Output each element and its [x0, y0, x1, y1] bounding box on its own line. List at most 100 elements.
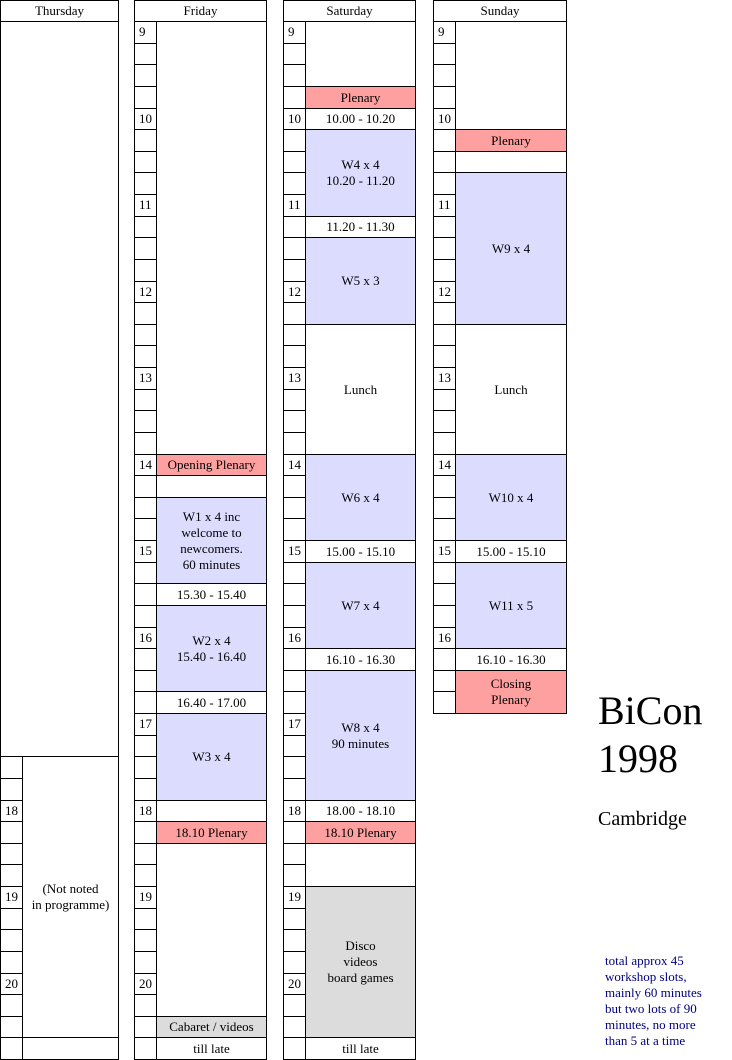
schedule-block: 18.10 Plenary — [305, 821, 416, 844]
block-text: 18.10 Plenary — [175, 824, 248, 840]
time-slot: 20 — [283, 973, 306, 995]
hour-label: 13 — [438, 370, 451, 385]
time-slot: 15 — [134, 540, 157, 563]
time-slot: 16 — [433, 627, 456, 649]
hour-label: 9 — [438, 24, 445, 39]
time-slot — [433, 389, 456, 411]
time-slot: 12 — [433, 281, 456, 303]
schedule-block: Lunch — [305, 324, 416, 455]
schedule-block: 11.20 - 11.30 — [305, 216, 416, 238]
time-slot — [433, 216, 456, 238]
time-slot: 9 — [283, 21, 306, 44]
time-slot: 18 — [134, 800, 157, 822]
block-text: Lunch — [343, 381, 378, 397]
block-text: 60 minutes — [182, 556, 241, 572]
time-slot — [0, 994, 23, 1017]
time-slot — [433, 172, 456, 195]
time-slot — [283, 64, 306, 87]
time-slot — [134, 648, 157, 671]
block-text: W11 x 5 — [488, 597, 534, 613]
hour-label: 19 — [288, 889, 301, 904]
time-slot — [283, 389, 306, 411]
time-slot — [433, 648, 456, 671]
time-slot — [0, 929, 23, 952]
time-slot — [283, 583, 306, 606]
day-header-saturday: Saturday — [283, 0, 416, 22]
block-text: 15.30 - 15.40 — [176, 586, 247, 602]
time-slot: 18 — [283, 800, 306, 822]
time-slot — [283, 518, 306, 541]
time-slot — [0, 1037, 23, 1060]
time-slot — [134, 778, 157, 801]
time-slot — [433, 670, 456, 692]
time-slot — [433, 324, 456, 346]
block-text: welcome to — [181, 524, 242, 540]
block-text: 18.10 Plenary — [324, 824, 397, 840]
hour-label: 18 — [139, 803, 152, 818]
schedule-block: Plenary — [305, 86, 416, 109]
note-line: workshop slots, — [605, 969, 687, 984]
hour-label: 10 — [139, 111, 152, 126]
time-slot — [283, 605, 306, 628]
time-slot — [433, 43, 456, 65]
hour-label: 10 — [438, 111, 451, 126]
block-text: newcomers. — [180, 540, 243, 556]
time-slot — [134, 670, 157, 692]
hour-label: 20 — [5, 976, 18, 991]
empty-block — [156, 21, 267, 455]
hour-label: 15 — [288, 543, 301, 558]
time-slot: 14 — [134, 454, 157, 476]
time-slot: 10 — [134, 108, 157, 130]
hour-label: 18 — [5, 803, 18, 818]
time-slot: 11 — [134, 194, 157, 217]
schedule-block: Plenary — [455, 129, 567, 152]
block-text: in programme) — [31, 897, 110, 912]
time-slot — [134, 1016, 157, 1038]
block-text: W7 x 4 — [341, 597, 380, 613]
time-slot — [0, 843, 23, 865]
block-text: 15.00 - 15.10 — [476, 543, 546, 559]
schedule-block: 16.10 - 16.30 — [305, 648, 416, 671]
time-slot — [134, 1037, 157, 1060]
hour-label: 15 — [139, 543, 152, 558]
block-text: till late — [193, 1040, 230, 1056]
time-slot — [283, 756, 306, 779]
schedule-block: 15.00 - 15.10 — [455, 540, 567, 563]
time-slot: 13 — [283, 367, 306, 390]
hour-label: 10 — [288, 111, 301, 126]
event-title: BiCon — [598, 688, 703, 733]
time-slot: 9 — [134, 21, 157, 44]
empty-block — [305, 843, 416, 887]
schedule-block: 18.00 - 18.10 — [305, 800, 416, 822]
block-text: Closing — [490, 676, 532, 691]
hour-label: 17 — [288, 716, 301, 731]
schedule-block: Opening Plenary — [156, 454, 267, 476]
block-text: W8 x 4 — [341, 719, 380, 735]
time-slot: 12 — [283, 281, 306, 303]
time-slot — [134, 864, 157, 887]
time-slot — [134, 324, 157, 346]
schedule-block: W10 x 4 — [455, 454, 567, 541]
block-text: 10.00 - 10.20 — [325, 111, 396, 126]
time-slot — [134, 929, 157, 952]
time-slot — [283, 237, 306, 260]
time-slot — [283, 259, 306, 282]
schedule-block: till late — [305, 1037, 416, 1060]
time-slot — [134, 43, 157, 65]
block-text: W3 x 4 — [192, 749, 231, 764]
time-slot — [283, 778, 306, 801]
time-slot: 14 — [433, 454, 456, 476]
time-slot: 16 — [134, 627, 157, 649]
time-slot — [283, 908, 306, 930]
time-slot — [433, 129, 456, 152]
hour-label: 16 — [438, 630, 451, 645]
time-slot — [283, 1016, 306, 1038]
block-text: W9 x 4 — [491, 240, 531, 256]
hour-label: 14 — [139, 457, 152, 472]
time-slot: 20 — [134, 973, 157, 995]
time-slot — [283, 648, 306, 671]
time-slot — [433, 302, 456, 325]
time-slot — [134, 237, 157, 260]
